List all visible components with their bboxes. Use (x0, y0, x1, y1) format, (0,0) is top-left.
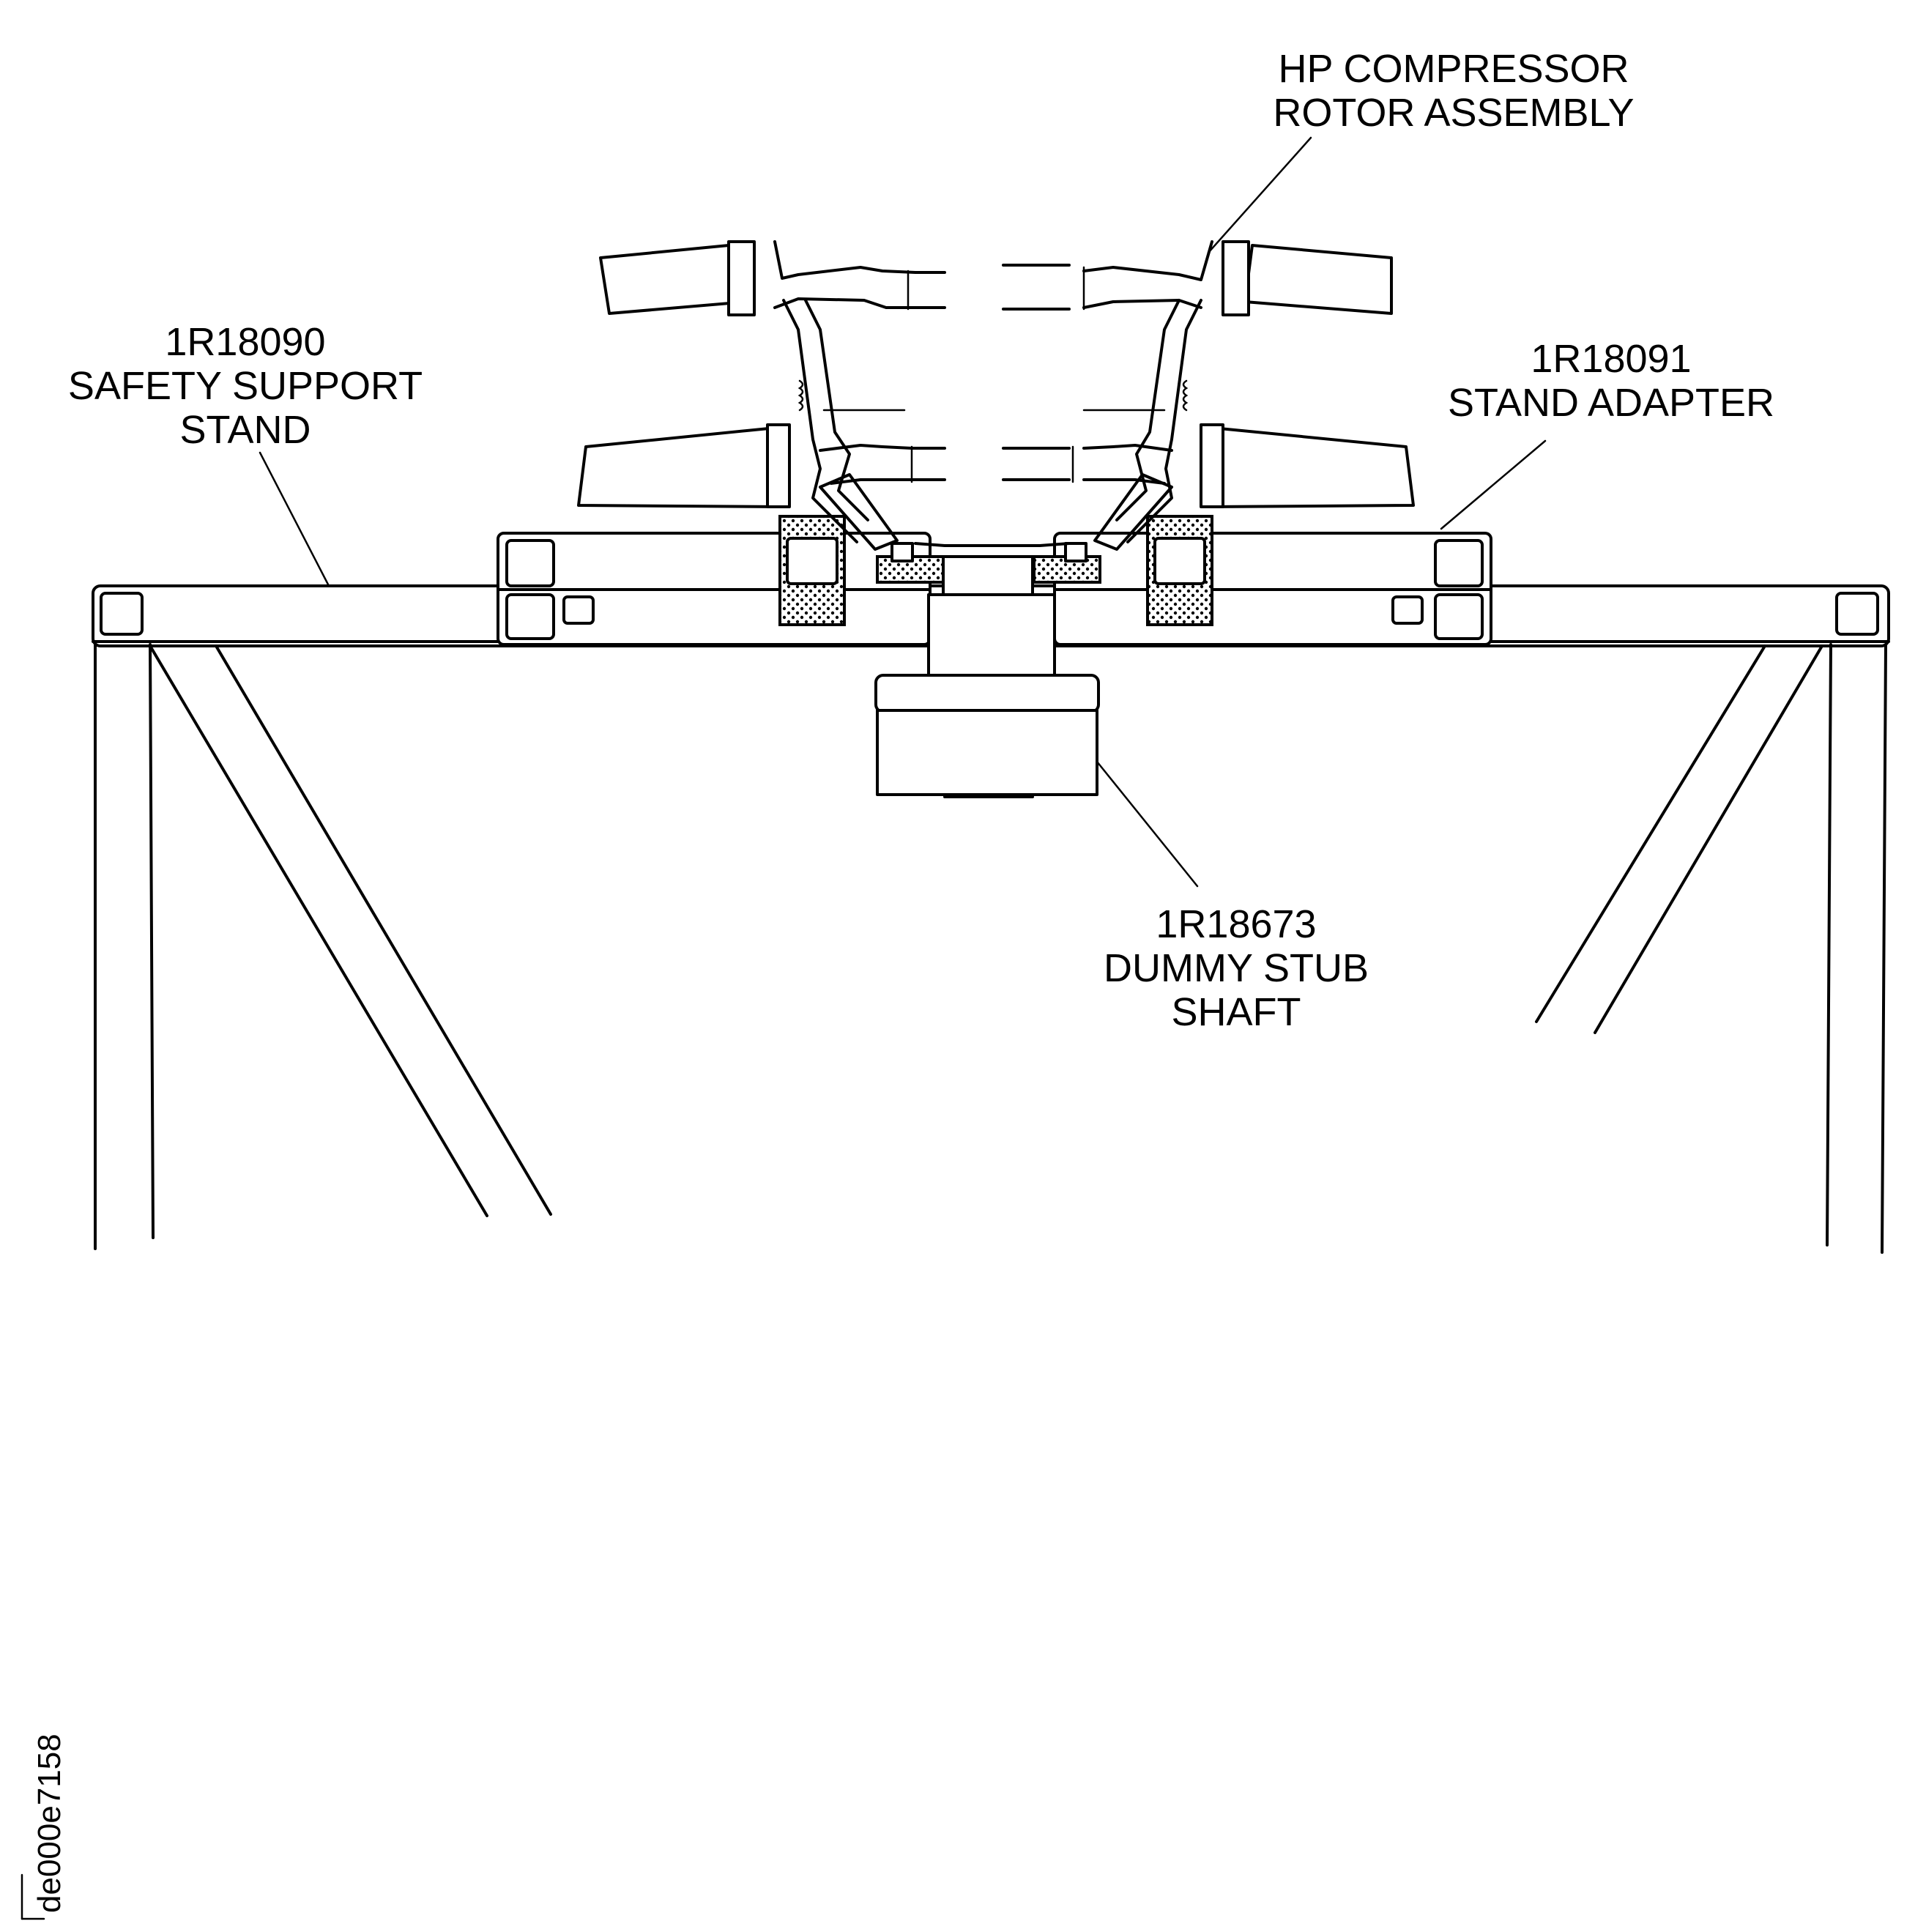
leader-adapter (1440, 439, 1547, 530)
stand-adapter (497, 515, 1492, 646)
label-rotor-line2: ROTOR ASSEMBLY (1273, 91, 1634, 135)
label-stand-line1: 1R18090 (165, 320, 325, 364)
leader-stand (259, 451, 330, 586)
label-shaft: 1R18673 DUMMY STUB SHAFT (1104, 902, 1369, 1034)
label-stand-line3: STAND (179, 408, 311, 452)
label-rotor-line1: HP COMPRESSOR (1278, 47, 1629, 91)
figure-id: de000e7158 (21, 1734, 67, 1920)
label-adapter: 1R18091 STAND ADAPTER (1448, 337, 1774, 425)
label-stand: 1R18090 SAFETY SUPPORT STAND (68, 320, 423, 452)
label-shaft-line3: SHAFT (1171, 990, 1301, 1034)
hp-compressor-rotor (577, 240, 1415, 584)
label-adapter-line2: STAND ADAPTER (1448, 381, 1774, 425)
label-shaft-line1: 1R18673 (1156, 902, 1316, 946)
label-shaft-line2: DUMMY STUB (1104, 946, 1369, 990)
leader-shaft (1096, 760, 1199, 888)
label-rotor: HP COMPRESSOR ROTOR ASSEMBLY (1273, 47, 1634, 135)
dummy-stub-shaft (874, 555, 1100, 798)
label-adapter-line1: 1R18091 (1531, 337, 1691, 381)
label-stand-line2: SAFETY SUPPORT (68, 364, 423, 408)
leader-rotor (1207, 136, 1312, 254)
leader-lines (259, 136, 1547, 888)
figure-id-text: de000e7158 (31, 1734, 67, 1913)
